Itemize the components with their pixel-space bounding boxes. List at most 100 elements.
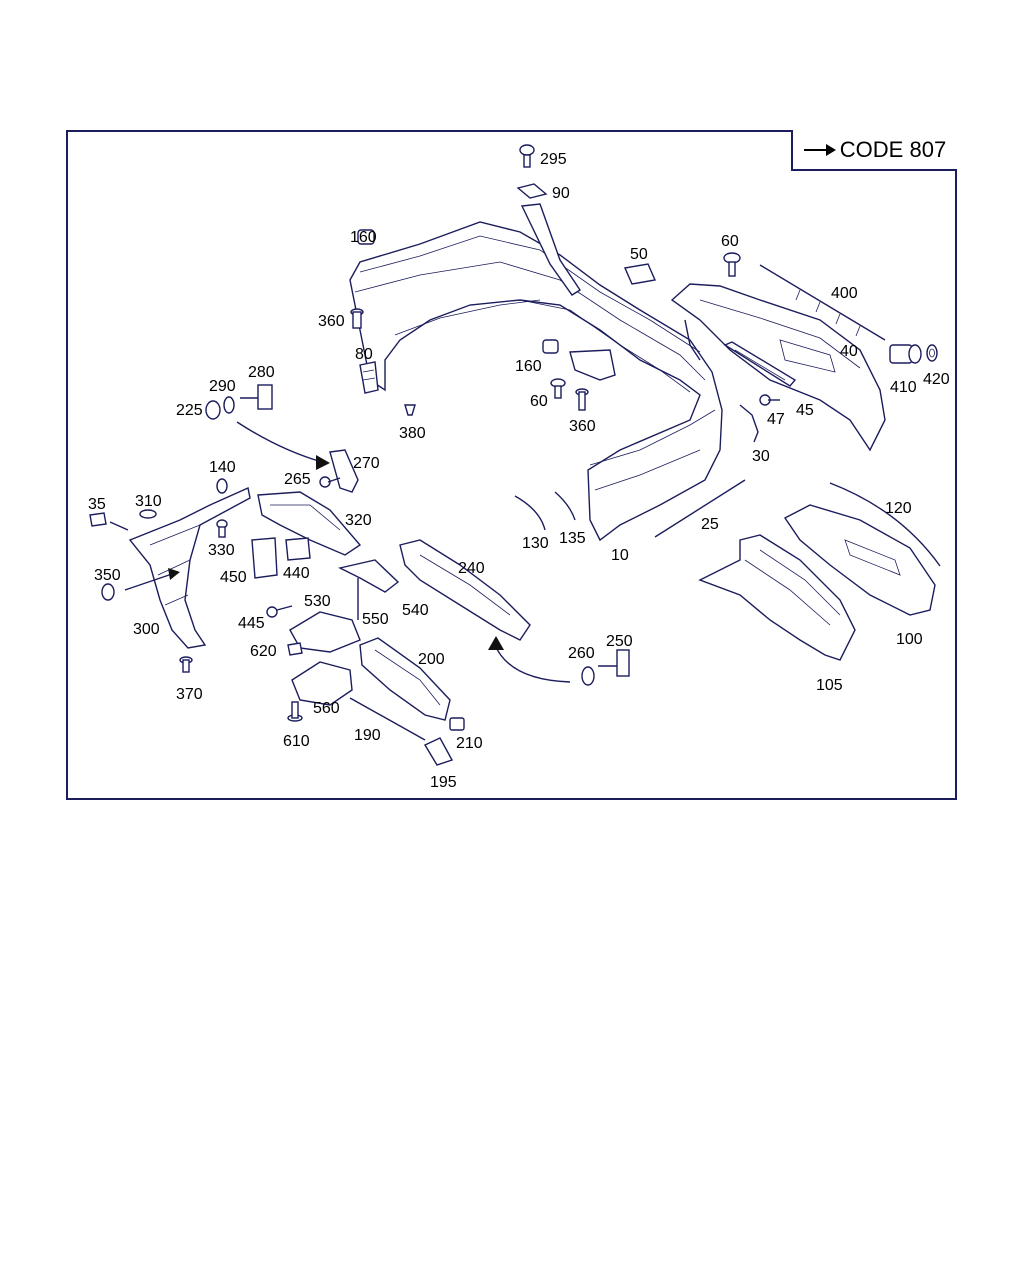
panel-100-part (783, 504, 936, 616)
washer-310-part (139, 509, 157, 519)
label-360: 360 (318, 313, 345, 330)
label-160: 160 (350, 229, 377, 246)
carrier-105-part (698, 534, 856, 661)
nut-225-part (205, 400, 221, 420)
screw-610-part (287, 701, 303, 722)
label-400: 400 (831, 285, 858, 302)
label-40: 40 (840, 343, 858, 360)
pointer-arrowhead-3 (488, 636, 504, 650)
label-260: 260 (568, 645, 595, 662)
label-60: 60 (721, 233, 739, 250)
label-320: 320 (345, 512, 372, 529)
label-420: 420 (923, 371, 950, 388)
label-295: 295 (540, 151, 567, 168)
label-35: 35 (88, 496, 106, 513)
rod-190-part (349, 697, 426, 741)
label-265: 265 (284, 471, 311, 488)
label-445: 445 (238, 615, 265, 632)
pointer-arrowhead-2 (168, 568, 180, 580)
plate-90-part (516, 183, 548, 199)
label-210: 210 (456, 735, 483, 752)
clip-60b-part (550, 378, 566, 399)
label-105: 105 (816, 677, 843, 694)
screw-360-part (350, 308, 364, 329)
clip-330-part (216, 519, 228, 538)
bracket-80-part (359, 361, 379, 394)
label-30: 30 (752, 448, 770, 465)
label-240: 240 (458, 560, 485, 577)
trim-strip-part (723, 341, 797, 387)
pointer-arrowhead-1 (316, 455, 330, 470)
label-310: 310 (135, 493, 162, 510)
trim-130-part (514, 495, 546, 531)
strip-25-part (654, 479, 746, 538)
label-140: 140 (209, 459, 236, 476)
label-280: 280 (248, 364, 275, 381)
label-380: 380 (399, 425, 426, 442)
label-47: 47 (767, 411, 785, 428)
clip-60-part (723, 252, 741, 277)
bolt-280-part (240, 384, 273, 410)
pointer-arrow-3 (494, 644, 571, 683)
part-labels: 295 90 160 60 50 400 360 80 40 410 420 1… (88, 151, 950, 791)
arrow-right-icon (803, 143, 836, 156)
screw-360b-part (575, 388, 589, 411)
module-440-part (285, 537, 311, 561)
label-370: 370 (176, 686, 203, 703)
diffuser-panel-part (670, 283, 886, 452)
plate-195-part (424, 737, 454, 766)
label-25: 25 (701, 516, 719, 533)
parking-sensor-part (889, 344, 938, 364)
label-80: 80 (355, 346, 373, 363)
bracket-540-part (337, 559, 400, 593)
screw-47-part (759, 394, 780, 406)
clip-620-part (287, 642, 303, 656)
label-560: 560 (313, 700, 340, 717)
label-540: 540 (402, 602, 429, 619)
label-45: 45 (796, 402, 814, 419)
bracket-270-part (329, 449, 359, 493)
clip-160-part (357, 229, 375, 245)
nut-350-part (101, 583, 115, 601)
strip-120-part (829, 482, 941, 567)
washer-140-part (216, 478, 228, 494)
label-330: 330 (208, 542, 235, 559)
trim-135-part (554, 491, 576, 521)
label-300: 300 (133, 621, 160, 638)
screw-370-part (179, 656, 193, 673)
label-290: 290 (209, 378, 236, 395)
clip-210-part (449, 717, 465, 731)
screw-445-part (266, 605, 293, 618)
bracket-320-part (257, 491, 362, 556)
label-190: 190 (354, 727, 381, 744)
washer-290-part (223, 396, 235, 414)
code-badge: CODE 807 (791, 130, 957, 171)
diagram-frame (66, 130, 957, 800)
label-530: 530 (304, 593, 331, 610)
label-50: 50 (630, 246, 648, 263)
label-410: 410 (890, 379, 917, 396)
bracket-mid-part (569, 349, 616, 381)
cable-400-part (759, 264, 886, 341)
label-620: 620 (250, 643, 277, 660)
bolt-250-part (598, 649, 630, 677)
label-160b: 160 (515, 358, 542, 375)
label-270: 270 (353, 455, 380, 472)
module-450-part (251, 537, 278, 579)
label-120: 120 (885, 500, 912, 517)
label-100: 100 (896, 631, 923, 648)
label-550: 550 (362, 611, 389, 628)
cover-50-part (624, 263, 656, 285)
label-610: 610 (283, 733, 310, 750)
clip-160b-part (542, 339, 559, 354)
label-60b: 60 (530, 393, 548, 410)
label-350: 350 (94, 567, 121, 584)
label-225: 225 (176, 402, 203, 419)
reinforcement-240-part (399, 539, 531, 641)
label-450: 450 (220, 569, 247, 586)
label-200: 200 (418, 651, 445, 668)
side-bracket-300-part (128, 487, 251, 649)
cable-400-ticks (795, 289, 861, 337)
label-10: 10 (611, 547, 629, 564)
label-90: 90 (552, 185, 570, 202)
